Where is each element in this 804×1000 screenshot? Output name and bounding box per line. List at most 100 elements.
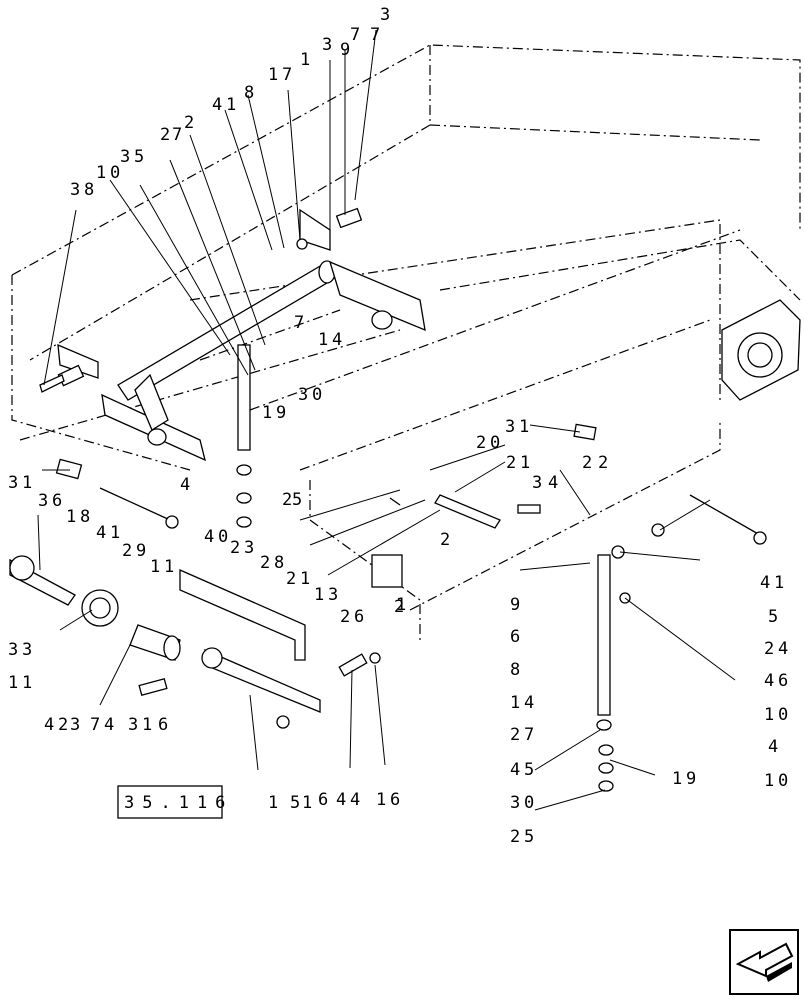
- callout: 4: [778, 639, 794, 659]
- callout: 5: [524, 760, 540, 780]
- callout: 4: [104, 715, 120, 735]
- callout: 2: [582, 453, 598, 473]
- callout: 0: [778, 705, 794, 725]
- callout: 5: [524, 827, 540, 847]
- callout: 7: [350, 25, 366, 45]
- left-bracket: [39, 343, 99, 393]
- callout: 3: [38, 491, 54, 511]
- callout: 4: [760, 573, 776, 593]
- callout: 4: [44, 715, 60, 735]
- callout: 8: [80, 507, 96, 527]
- callout: 2: [230, 538, 246, 558]
- callout: 2: [394, 597, 410, 617]
- callout: 9: [340, 40, 356, 60]
- callout: 4: [768, 737, 784, 757]
- chassis-frame: [11, 44, 801, 640]
- spring-right: [573, 423, 767, 545]
- callout: 1: [300, 50, 316, 70]
- callout: 2: [122, 541, 138, 561]
- callout: 1: [110, 523, 126, 543]
- callout: 1: [519, 417, 535, 437]
- callout: 3: [120, 147, 136, 167]
- upper-bracket: [296, 207, 363, 251]
- callout: 2: [598, 453, 614, 473]
- callout: 0: [778, 771, 794, 791]
- callout: 6: [318, 790, 334, 810]
- callout: 4: [204, 527, 220, 547]
- callout: 7: [370, 25, 386, 45]
- callout: 1: [520, 453, 536, 473]
- callout: 1: [774, 573, 790, 593]
- callout: 6: [354, 607, 370, 627]
- callout: 4: [510, 760, 526, 780]
- cross-shaft: [101, 260, 426, 462]
- callout: 3: [22, 640, 38, 660]
- callout: 5: [134, 147, 150, 167]
- callout: 1: [66, 507, 82, 527]
- vertical-arm-left: [236, 344, 252, 528]
- callout: 8: [84, 180, 100, 200]
- callout: 1: [150, 557, 166, 577]
- leader-lines: [37, 29, 736, 811]
- callout: 2: [440, 530, 456, 550]
- callout: 2: [184, 113, 200, 133]
- callout: 2: [260, 553, 276, 573]
- callout: 6: [778, 671, 794, 691]
- callout: 5: [290, 793, 306, 813]
- callout: 0: [524, 793, 540, 813]
- callout: 4: [350, 790, 366, 810]
- callout: 3: [532, 473, 548, 493]
- callout: 6: [510, 627, 526, 647]
- gearbox-housing: [721, 299, 801, 401]
- callout: 3: [298, 385, 314, 405]
- callout: 4: [332, 330, 348, 350]
- callout: 9: [510, 595, 526, 615]
- callout: 1: [268, 65, 284, 85]
- callout: 8: [274, 553, 290, 573]
- center-linkage: [371, 494, 541, 588]
- callout: 7: [282, 65, 298, 85]
- callout: 7: [524, 725, 540, 745]
- callout: 4: [764, 671, 780, 691]
- callout: 4: [336, 790, 352, 810]
- callout: 6: [390, 790, 406, 810]
- reference-number: 35.116: [124, 793, 233, 813]
- callout: 2: [510, 827, 526, 847]
- callout: 1: [22, 473, 38, 493]
- callout: 0: [490, 433, 506, 453]
- callout: 3: [505, 417, 521, 437]
- callout: 1: [268, 793, 284, 813]
- callout: 6: [52, 491, 68, 511]
- callout: 8: [244, 83, 260, 103]
- lower-assembly: [9, 555, 381, 729]
- callout: 0: [110, 163, 126, 183]
- callout: 1: [396, 595, 412, 615]
- callout: 4: [180, 475, 196, 495]
- callout: 2: [506, 453, 522, 473]
- callout: 2: [282, 490, 298, 510]
- callout: 2: [510, 725, 526, 745]
- callout: 3: [8, 640, 24, 660]
- vertical-arm-right: [596, 523, 665, 792]
- callout: 1: [96, 163, 112, 183]
- callout: 7: [172, 125, 188, 145]
- callout: 3: [128, 715, 144, 735]
- callout: 1: [300, 569, 316, 589]
- callout: 4: [212, 95, 228, 115]
- callout: 3: [70, 715, 86, 735]
- callout: 1: [376, 790, 392, 810]
- arrow-icon[interactable]: [729, 929, 799, 995]
- callout: 1: [226, 95, 242, 115]
- callout: 2: [476, 433, 492, 453]
- callout: 6: [158, 715, 174, 735]
- callout: 1: [8, 673, 24, 693]
- callout: 1: [22, 673, 38, 693]
- callout: 0: [218, 527, 234, 547]
- callout: 9: [276, 403, 292, 423]
- callout: 2: [160, 125, 176, 145]
- reference-box[interactable]: 35.116: [117, 785, 233, 819]
- callout: 3: [244, 538, 260, 558]
- callout: 2: [340, 607, 356, 627]
- callout: 1: [314, 585, 330, 605]
